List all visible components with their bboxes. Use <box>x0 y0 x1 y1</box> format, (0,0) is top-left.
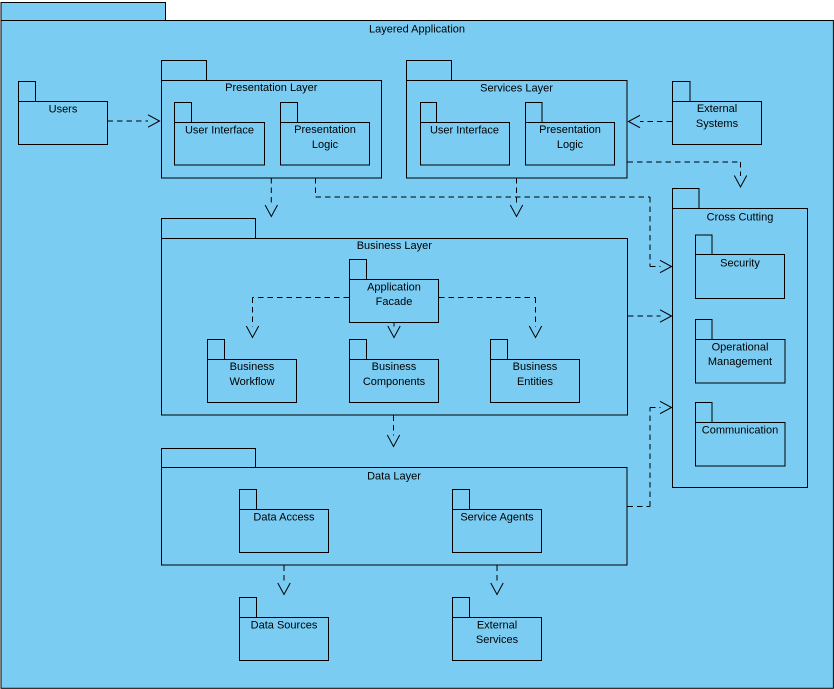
svg-text:Data Access: Data Access <box>253 512 315 524</box>
svg-text:Service Agents: Service Agents <box>460 512 534 524</box>
svg-text:User Interface: User Interface <box>430 124 499 136</box>
svg-text:Data Sources: Data Sources <box>251 620 318 632</box>
svg-text:Data Layer: Data Layer <box>367 470 421 482</box>
svg-text:Components: Components <box>363 376 426 388</box>
svg-text:Workflow: Workflow <box>229 376 274 388</box>
svg-text:Communication: Communication <box>702 425 778 437</box>
svg-text:Business Layer: Business Layer <box>357 240 433 252</box>
svg-text:Services Layer: Services Layer <box>480 82 553 94</box>
svg-text:Services: Services <box>476 634 519 646</box>
svg-text:Layered Application: Layered Application <box>369 24 465 36</box>
svg-text:Business: Business <box>372 361 417 373</box>
svg-text:Logic: Logic <box>557 139 584 151</box>
svg-text:Business: Business <box>230 361 275 373</box>
svg-text:Presentation: Presentation <box>539 124 601 136</box>
svg-text:External: External <box>477 620 517 632</box>
svg-text:External: External <box>697 103 737 115</box>
svg-text:Application: Application <box>367 282 421 294</box>
svg-text:Operational: Operational <box>712 342 769 354</box>
svg-text:Systems: Systems <box>696 118 739 130</box>
svg-text:Logic: Logic <box>312 139 339 151</box>
svg-text:Business: Business <box>513 361 558 373</box>
svg-text:Facade: Facade <box>376 296 413 308</box>
svg-text:User Interface: User Interface <box>185 124 254 136</box>
svg-text:Cross Cutting: Cross Cutting <box>707 212 774 224</box>
svg-text:Entities: Entities <box>517 376 554 388</box>
svg-text:Presentation: Presentation <box>294 124 356 136</box>
svg-text:Users: Users <box>49 104 78 116</box>
svg-text:Presentation Layer: Presentation Layer <box>225 82 318 94</box>
svg-text:Management: Management <box>708 356 772 368</box>
svg-text:Security: Security <box>720 258 760 270</box>
